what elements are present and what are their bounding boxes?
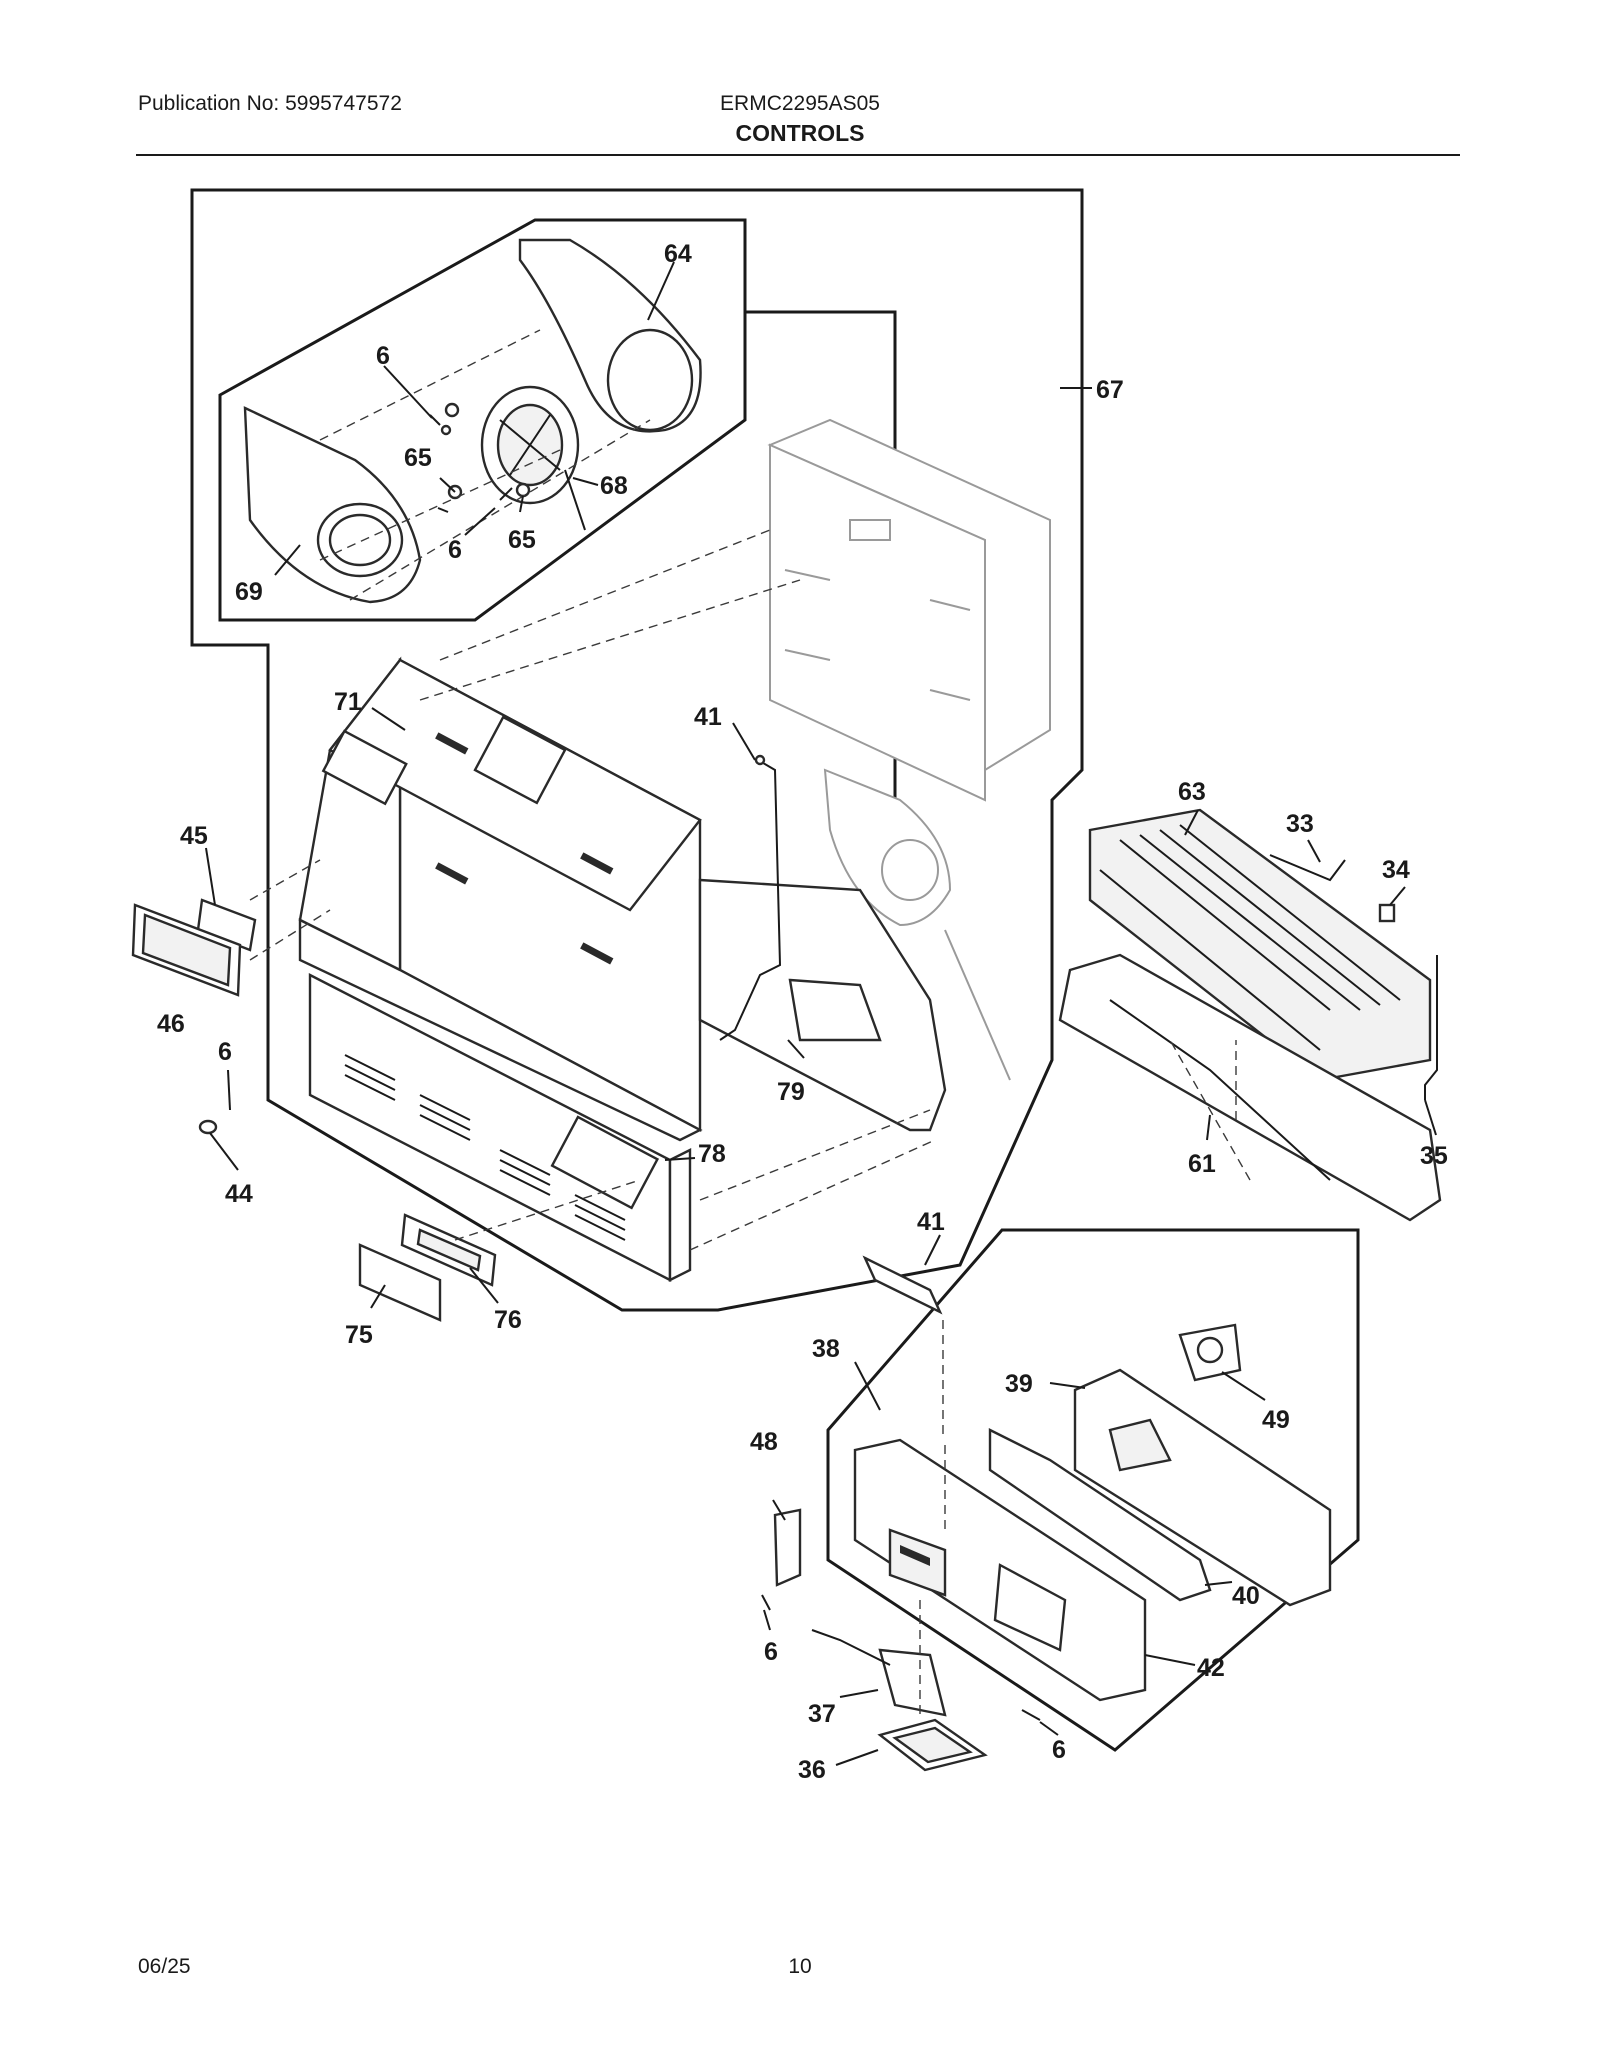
callout-45: 45 [180,822,208,850]
callout-41-b: 41 [917,1208,945,1236]
callout-42: 42 [1197,1654,1225,1682]
evaporator-63 [1088,808,1432,1082]
callout-40: 40 [1232,1582,1260,1610]
callout-6-e: 6 [1052,1736,1066,1764]
screw-6-c [499,487,513,501]
side-duct-79 [698,878,947,1132]
screw-6-a [429,414,452,436]
alignment-lines [249,329,1251,1720]
control-board-42 [853,1438,1147,1702]
callout-6-a: 6 [376,342,390,370]
callout-33: 33 [1286,810,1314,838]
lens-75 [358,1243,442,1322]
callout-68: 68 [600,472,628,500]
callout-48: 48 [750,1428,778,1456]
fan-blade-68 [480,385,586,531]
washer-65-c [515,482,531,498]
bracket-37 [811,1629,947,1717]
screw-6-d [227,1069,231,1111]
controls-subassembly-box [826,1228,1360,1752]
callout-65-b: 65 [508,526,536,554]
callout-67: 67 [1096,376,1124,404]
fan-49 [1178,1323,1242,1382]
insulation-40 [988,1428,1212,1602]
section-title: CONTROLS [735,120,865,146]
model-number: ERMC2295AS05 [720,92,880,115]
screw-6-e [761,1594,771,1611]
fan-subassembly-box [218,218,747,622]
callout-75: 75 [345,1321,373,1349]
callout-39: 39 [1005,1370,1033,1398]
assembly-67-outline [190,188,1084,1312]
callout-41-a: 41 [694,703,722,731]
light-bulb-44 [198,1119,239,1171]
callout-69: 69 [235,578,263,606]
publication-number: Publication No: 5995747572 [138,92,402,115]
header-divider [136,154,1460,156]
bezel-46 [131,903,242,997]
harness-41-lower [862,1255,943,1315]
lower-panel-78 [308,973,692,1282]
callout-78: 78 [698,1140,726,1168]
callout-79: 79 [777,1078,805,1106]
fan-shroud-69 [243,406,422,604]
lens-45 [196,898,257,952]
callout-49: 49 [1262,1406,1290,1434]
leader-lines [205,261,1437,1766]
cover-panel-71 [298,656,703,1142]
callout-44: 44 [225,1180,253,1208]
fan-housing-64 [518,238,702,433]
callout-6-d: 6 [764,1638,778,1666]
callout-38: 38 [812,1335,840,1363]
harness-35 [1424,955,1438,1100]
seal-36 [877,1718,988,1772]
callout-6-c: 6 [218,1038,232,1066]
callout-6-b: 6 [448,536,462,564]
callout-71: 71 [334,688,362,716]
screw-6-b [437,507,449,513]
housing-76 [400,1213,497,1287]
footer-date: 06/25 [138,1955,191,1978]
callout-64: 64 [664,240,692,268]
callout-65-a: 65 [404,444,432,472]
callout-36: 36 [798,1756,826,1784]
drain-pan-61 [1058,953,1442,1222]
callout-35: 35 [1420,1142,1448,1170]
callout-63: 63 [1178,778,1206,806]
callout-37: 37 [808,1700,836,1728]
wire-harness-41-upper [719,754,782,1041]
heater-33 [1269,854,1346,882]
evaporator-fan-faded [823,768,1011,1081]
screw-6-f [1021,1709,1041,1721]
washer-65-a [444,402,460,418]
bracket-48 [773,1508,802,1587]
callout-46: 46 [157,1010,185,1038]
callout-34: 34 [1382,856,1410,884]
callout-76: 76 [494,1306,522,1334]
evaporator-cover-faded [767,418,1051,802]
callout-61: 61 [1188,1150,1216,1178]
cover-39 [1073,1368,1332,1607]
page-number: 10 [788,1955,812,1978]
thermistor-34 [1378,903,1396,923]
